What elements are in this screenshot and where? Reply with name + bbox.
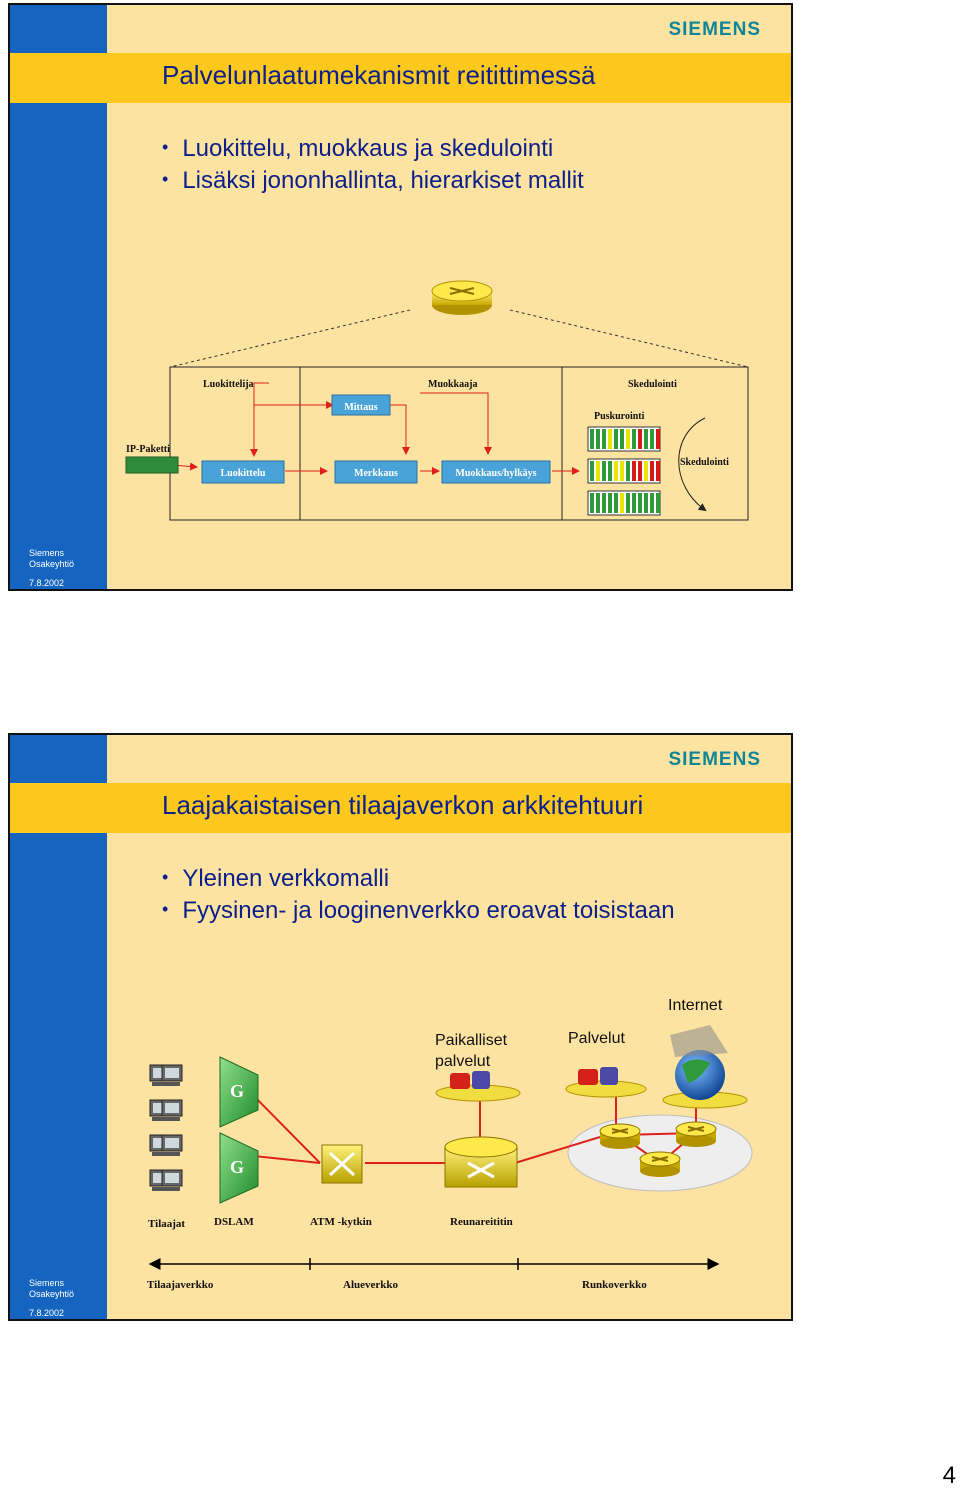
- device-label-tilaajat: Tilaajat: [148, 1218, 185, 1230]
- internet-globe-icon: [662, 1025, 748, 1109]
- section-label-muokkaaja: Muokkaaja: [428, 379, 477, 390]
- network-label-runkoverkko: Runkoverkko: [582, 1279, 647, 1291]
- dslam-icon: G: [219, 1056, 259, 1128]
- device-label-reunareititin: Reunareititin: [450, 1216, 513, 1228]
- qos-router-diagram: Luokittelija Muokkaaja Skedulointi IP-Pa…: [125, 280, 749, 521]
- siemens-logo: SIEMENS: [668, 19, 761, 40]
- puskurointi-label: Puskurointi: [594, 411, 645, 422]
- scheduler-arrow: [678, 417, 707, 512]
- core-router-icon: [639, 1151, 681, 1177]
- zoom-line: [509, 309, 749, 368]
- title-bar: [10, 53, 791, 103]
- queue-bar: [587, 458, 661, 484]
- diagram-frame: [169, 366, 749, 521]
- box-luokittelu: Luokittelu: [201, 460, 285, 484]
- slide-1: SIEMENS Palvelunlaatumekanismit reititti…: [8, 3, 793, 591]
- title-bar: [10, 783, 791, 833]
- services-label: Palvelut: [568, 1030, 625, 1047]
- network-architecture-diagram: G G: [147, 997, 753, 1291]
- bullet-list: Luokittelu, muokkaus ja skedulointi Lisä…: [162, 135, 584, 199]
- computer-terminal-icon: [161, 1064, 183, 1086]
- svg-text:G: G: [230, 1157, 244, 1177]
- queue-bars: [587, 426, 661, 516]
- bullet-list: Yleinen verkkomalli Fyysinen- ja loogine…: [162, 865, 675, 929]
- box-muokkaus-hylkays: Muokkaus/hylkäys: [441, 460, 551, 484]
- bullet-item: Yleinen verkkomalli: [162, 865, 675, 893]
- section-label-luokittelija: Luokittelija: [203, 379, 254, 390]
- subscriber-terminals: [149, 1064, 183, 1191]
- ip-packet-label: IP-Paketti: [126, 444, 170, 455]
- flow-arrow: [390, 404, 410, 455]
- slide-title: Laajakaistaisen tilaajaverkon arkkitehtu…: [162, 790, 644, 820]
- queue-bar: [587, 490, 661, 516]
- ip-packet-box: [125, 456, 179, 474]
- core-router-icon: [675, 1121, 717, 1147]
- flow-arrow: [420, 392, 492, 455]
- slide-2: SIEMENS Laajakaistaisen tilaajaverkon ar…: [8, 733, 793, 1321]
- core-router-icon: [599, 1123, 641, 1149]
- svg-text:Luokittelu: Luokittelu: [220, 468, 265, 479]
- atm-switch-icon: [321, 1144, 363, 1184]
- network-label-alueverkko: Alueverkko: [343, 1279, 399, 1291]
- local-services-label: Paikalliset: [435, 1032, 508, 1049]
- slide-title: Palvelunlaatumekanismit reitittimessä: [162, 60, 596, 90]
- edge-router-icon: [444, 1136, 518, 1188]
- flow-arrow: [250, 382, 269, 457]
- device-label-atm: ATM -kytkin: [310, 1216, 372, 1228]
- network-span-arrows: [148, 1258, 720, 1270]
- dslam-icon: G: [219, 1132, 259, 1204]
- local-services-platform: [435, 1071, 521, 1102]
- bullet-item: Lisäksi jononhallinta, hierarkiset malli…: [162, 167, 584, 195]
- core-routers: [599, 1121, 717, 1177]
- computer-terminal-icon: [161, 1099, 183, 1121]
- router-icon: [431, 280, 493, 315]
- bullet-item: Fyysinen- ja looginenverkko eroavat tois…: [162, 897, 674, 925]
- svg-text:Muokkaus/hylkäys: Muokkaus/hylkäys: [455, 468, 536, 479]
- zoom-line: [169, 309, 411, 368]
- footer-company: Siemens Osakeyhtiö: [29, 548, 75, 569]
- skedulointi-label: Skedulointi: [680, 457, 729, 468]
- services-platform: [565, 1067, 647, 1098]
- box-merkkaus: Merkkaus: [334, 460, 418, 484]
- network-label-tilaajaverkko: Tilaajaverkko: [147, 1279, 214, 1291]
- queue-bar: [587, 426, 661, 452]
- svg-text:Mittaus: Mittaus: [344, 402, 377, 413]
- computer-terminal-icon: [161, 1134, 183, 1156]
- siemens-logo: SIEMENS: [668, 749, 761, 770]
- svg-text:G: G: [230, 1081, 244, 1101]
- section-label-skedulointi: Skedulointi: [628, 379, 677, 390]
- footer-company: Siemens Osakeyhtiö: [29, 1278, 75, 1299]
- footer-date: 7.8.2002: [29, 578, 65, 588]
- footer-date: 7.8.2002: [29, 1308, 65, 1318]
- page-number: 4: [942, 1462, 956, 1489]
- internet-label: Internet: [668, 997, 723, 1014]
- box-mittaus: Mittaus: [331, 394, 391, 416]
- local-services-label: palvelut: [435, 1053, 491, 1070]
- computer-terminal-icon: [161, 1169, 183, 1191]
- svg-text:Merkkaus: Merkkaus: [354, 468, 398, 479]
- bullet-item: Luokittelu, muokkaus ja skedulointi: [162, 135, 584, 163]
- device-label-dslam: DSLAM: [214, 1216, 254, 1228]
